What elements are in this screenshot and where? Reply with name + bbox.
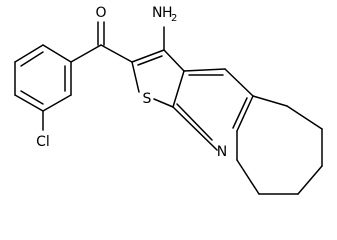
bond [42,44,72,63]
carbonyl-group [70,21,133,63]
bond [286,105,323,130]
thiophene-ring [131,49,185,108]
atom-sulfur: S [143,91,152,107]
bond [100,44,133,63]
inner-double-bond [176,103,213,141]
bond [297,165,323,195]
bond [236,95,254,132]
bond [153,98,174,108]
cycloheptane-ring [236,95,323,195]
bond [236,159,260,195]
bond [42,94,72,112]
atom-chlorine: Cl [36,134,50,150]
bond [131,49,165,63]
inner-double-bond [20,90,44,105]
atom-amine-nh2: N H 2 [152,5,177,24]
bond [163,49,185,72]
atom-oxygen: O [95,5,106,21]
inner-double-bond [137,55,163,66]
bond [14,94,44,112]
bond [14,44,44,63]
hydrogen-count-subscript: 2 [171,13,177,24]
pyridine-ring [172,68,254,151]
atom-hydrogen-amine: H [162,5,173,21]
bond [224,68,254,97]
bond [70,44,102,63]
atom-nitrogen-amine: N [152,5,162,21]
atom-nitrogen-ring: N [217,144,227,160]
bond [252,95,288,107]
bond [172,70,185,108]
chlorophenyl-ring [14,44,72,112]
inner-double-bond [20,51,44,67]
bond [172,106,218,151]
bond [183,68,226,72]
molecule-structure: O N H 2 S N Cl [14,5,323,195]
bond [131,61,140,93]
inner-double-bond [232,97,248,129]
